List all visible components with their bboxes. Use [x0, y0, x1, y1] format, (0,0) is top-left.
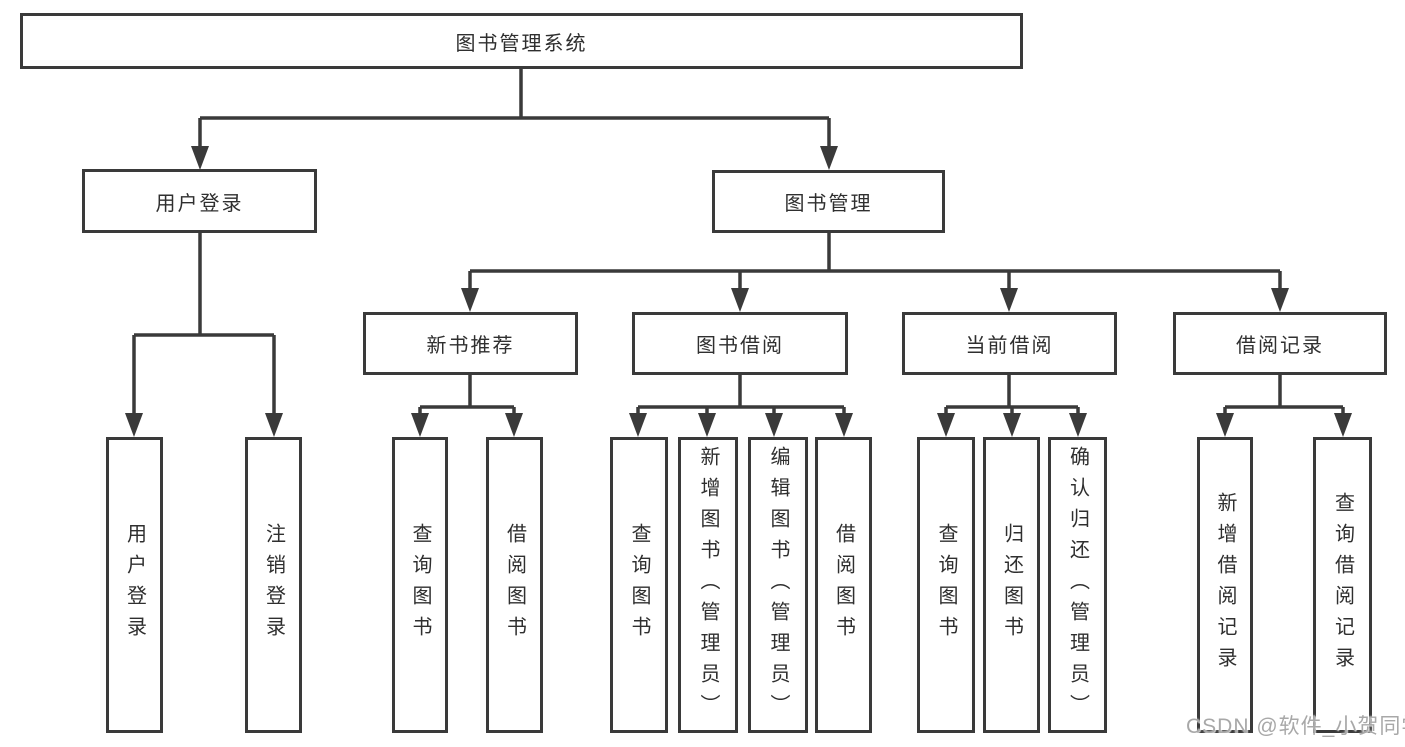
node-leaf-query-book-1-label: 查询图书: [409, 523, 431, 647]
node-book-borrow: 图书借阅: [632, 312, 848, 375]
node-borrow-record-label: 借阅记录: [1236, 335, 1324, 357]
connector-current-borrow-branch: [944, 375, 1080, 419]
connector-new-book-branch: [418, 375, 516, 419]
connector-user-login-branch: [132, 233, 276, 417]
node-current-borrow-label: 当前借阅: [965, 335, 1054, 357]
node-leaf-user-login: 用户登录: [106, 437, 163, 733]
arrow-down-icon: [461, 288, 479, 312]
arrow-down-icon: [1000, 288, 1018, 312]
node-leaf-logout-label: 注销登录: [262, 523, 285, 647]
node-leaf-return-book: 归还图书: [983, 437, 1040, 733]
node-leaf-borrow-book-1-label: 借阅图书: [503, 523, 526, 647]
arrow-down-icon: [1003, 413, 1021, 437]
node-root-label: 图书管理系统: [455, 32, 588, 55]
node-leaf-confirm-return-admin-label: 确认归还（管理员）: [1066, 445, 1089, 725]
arrow-down-icon: [698, 413, 716, 437]
node-leaf-logout: 注销登录: [245, 437, 302, 733]
node-leaf-query-book-3-label: 查询图书: [935, 523, 957, 647]
node-leaf-query-borrow-record: 查询借阅记录: [1313, 437, 1372, 733]
node-current-borrow: 当前借阅: [902, 312, 1117, 375]
connector-borrow-record-branch: [1223, 375, 1345, 419]
csdn-watermark: CSDN @软件_小贺同学: [1186, 715, 1405, 738]
node-leaf-add-book-admin: 新增图书（管理员）: [678, 437, 738, 733]
node-leaf-query-book-3: 查询图书: [917, 437, 975, 733]
node-leaf-add-borrow-record: 新增借阅记录: [1197, 437, 1253, 733]
node-leaf-add-borrow-record-label: 新增借阅记录: [1214, 492, 1236, 678]
node-leaf-borrow-book-2-label: 借阅图书: [832, 523, 855, 647]
node-leaf-borrow-book-1: 借阅图书: [486, 437, 543, 733]
arrow-down-icon: [411, 413, 429, 437]
arrow-down-icon: [125, 413, 143, 437]
arrow-down-icon: [765, 413, 783, 437]
arrow-down-icon: [191, 146, 209, 170]
arrow-down-icon: [1216, 413, 1234, 437]
arrow-down-icon: [1334, 413, 1352, 437]
arrow-down-icon: [835, 413, 853, 437]
node-leaf-query-book-2-label: 查询图书: [628, 523, 650, 647]
node-leaf-add-book-admin-label: 新增图书（管理员）: [697, 445, 719, 725]
arrow-down-icon: [505, 413, 523, 437]
node-leaf-borrow-book-2: 借阅图书: [815, 437, 872, 733]
node-leaf-query-borrow-record-label: 查询借阅记录: [1331, 492, 1354, 678]
arrow-down-icon: [629, 413, 647, 437]
arrow-down-icon: [937, 413, 955, 437]
node-leaf-query-book-1: 查询图书: [392, 437, 448, 733]
connector-book-mgmt-branch: [468, 233, 1282, 292]
node-leaf-edit-book-admin-label: 编辑图书（管理员）: [767, 445, 789, 725]
node-book-management-label: 图书管理: [784, 193, 873, 215]
connector-book-borrow-branch: [636, 375, 846, 419]
arrow-down-icon: [820, 146, 838, 170]
node-borrow-record: 借阅记录: [1173, 312, 1387, 375]
node-new-book-recommend-label: 新书推荐: [426, 335, 515, 357]
node-book-borrow-label: 图书借阅: [696, 335, 784, 357]
arrow-down-icon: [265, 413, 283, 437]
arrow-down-icon: [1271, 288, 1289, 312]
node-book-management: 图书管理: [712, 170, 945, 233]
node-leaf-return-book-label: 归还图书: [1000, 523, 1023, 647]
node-leaf-user-login-label: 用户登录: [123, 523, 146, 647]
arrow-down-icon: [1069, 413, 1087, 437]
node-user-login: 用户登录: [82, 169, 317, 233]
connector-root-to-level2: [198, 69, 831, 150]
node-user-login-label: 用户登录: [155, 192, 244, 215]
node-leaf-query-book-2: 查询图书: [610, 437, 668, 733]
node-root: 图书管理系统: [20, 13, 1023, 69]
node-leaf-edit-book-admin: 编辑图书（管理员）: [748, 437, 808, 733]
arrow-down-icon: [731, 288, 749, 312]
node-new-book-recommend: 新书推荐: [363, 312, 578, 375]
node-leaf-confirm-return-admin: 确认归还（管理员）: [1048, 437, 1107, 733]
